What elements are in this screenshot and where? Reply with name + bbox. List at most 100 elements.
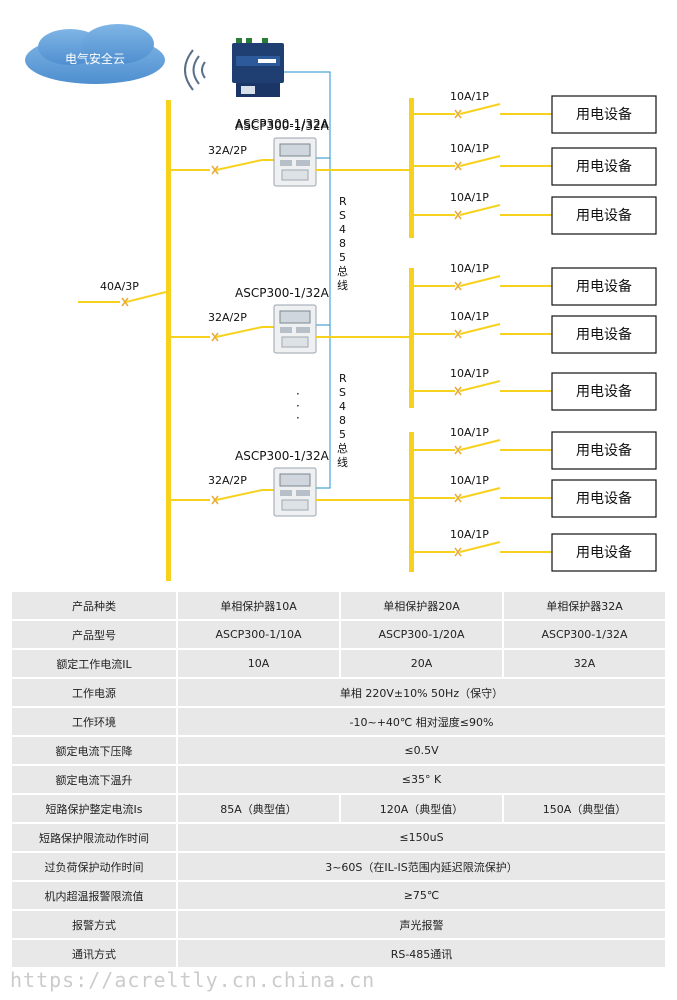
branch-breaker-label: 10A/1P xyxy=(450,426,489,439)
load-device-label: 用电设备 xyxy=(576,544,632,561)
spec-cell: 单相 220V±10% 50Hz（保守） xyxy=(178,679,665,706)
spec-row: 机内超温报警限流值≥75℃ xyxy=(12,882,665,909)
main-breaker xyxy=(78,291,167,307)
protector-breaker-label: 32A/2P xyxy=(208,311,247,324)
ellipsis: · xyxy=(296,399,300,413)
protector-device: ASCP300-1/32A 32A/2P xyxy=(171,119,410,187)
spec-cell: -10~+40℃ 相对湿度≤90% xyxy=(178,708,665,735)
spec-cell: ASCP300-1/32A xyxy=(504,621,665,648)
gateway-model-label: ASCP300-1/32A xyxy=(235,117,330,131)
spec-cell: ≤35° K xyxy=(178,766,665,793)
spec-row-label: 额定电流下温升 xyxy=(12,766,176,793)
spec-row: 工作环境-10~+40℃ 相对湿度≤90% xyxy=(12,708,665,735)
spec-row: 报警方式声光报警 xyxy=(12,911,665,938)
main-breaker-label: 40A/3P xyxy=(100,280,139,293)
spec-row-label: 额定电流下压降 xyxy=(12,737,176,764)
rs485-bus-line xyxy=(284,71,331,489)
spec-row-label: 产品种类 xyxy=(12,592,176,619)
spec-cell: 10A xyxy=(178,650,339,677)
protector-model-label: ASCP300-1/32A xyxy=(235,286,330,300)
protector-breaker-label: 32A/2P xyxy=(208,144,247,157)
spec-cell: 单相保护器20A xyxy=(341,592,502,619)
load-device-label: 用电设备 xyxy=(576,490,632,507)
spec-cell: ASCP300-1/20A xyxy=(341,621,502,648)
load-device-label: 用电设备 xyxy=(576,207,632,224)
spec-cell: 单相保护器10A xyxy=(178,592,339,619)
spec-row: 额定电流下压降≤0.5V xyxy=(12,737,665,764)
branch-circuit: 10A/1P 用电设备 xyxy=(414,474,657,518)
branch-circuit: 10A/1P 用电设备 xyxy=(414,528,657,572)
spec-cell: ≤150uS xyxy=(178,824,665,851)
load-device-box xyxy=(551,147,657,186)
load-device-box xyxy=(551,479,657,518)
ellipsis: · xyxy=(296,411,300,425)
spec-row-label: 报警方式 xyxy=(12,911,176,938)
load-device-label: 用电设备 xyxy=(576,383,632,400)
spec-cell: ASCP300-1/10A xyxy=(178,621,339,648)
load-device-label: 用电设备 xyxy=(576,326,632,343)
spec-cell: 150A（典型值） xyxy=(504,795,665,822)
load-device-box xyxy=(551,372,657,411)
protector-device: ASCP300-1/32A 32A/2P xyxy=(171,286,410,354)
branch-breaker-label: 10A/1P xyxy=(450,528,489,541)
spec-row-label: 额定工作电流IL xyxy=(12,650,176,677)
gateway-device xyxy=(232,38,284,97)
spec-cell: RS-485通讯 xyxy=(178,940,665,967)
spec-row-label: 产品型号 xyxy=(12,621,176,648)
cloud-label: 电气安全云 xyxy=(65,51,125,66)
spec-row-label: 机内超温报警限流值 xyxy=(12,882,176,909)
load-device-label: 用电设备 xyxy=(576,106,632,123)
spec-cell: 20A xyxy=(341,650,502,677)
branch-circuit: 10A/1P 用电设备 xyxy=(414,367,657,411)
load-device-label: 用电设备 xyxy=(576,278,632,295)
spec-row: 额定电流下温升≤35° K xyxy=(12,766,665,793)
load-device-box xyxy=(551,95,657,134)
spec-row-label: 短路保护限流动作时间 xyxy=(12,824,176,851)
spec-row-label: 工作电源 xyxy=(12,679,176,706)
spec-cell: 85A（典型值） xyxy=(178,795,339,822)
spec-row-label: 过负荷保护动作时间 xyxy=(12,853,176,880)
branch-breaker-label: 10A/1P xyxy=(450,367,489,380)
distribution-busbar xyxy=(409,268,414,408)
branch-circuit: 10A/1P 用电设备 xyxy=(414,90,657,134)
wireless-signal-icon xyxy=(184,49,206,91)
branch-circuit: 10A/1P 用电设备 xyxy=(414,262,657,306)
spec-cell: 声光报警 xyxy=(178,911,665,938)
spec-cell: ≥75℃ xyxy=(178,882,665,909)
spec-cell: 120A（典型值） xyxy=(341,795,502,822)
spec-cell: ≤0.5V xyxy=(178,737,665,764)
load-device-box xyxy=(551,315,657,354)
spec-row-label: 通讯方式 xyxy=(12,940,176,967)
protector-model-label: ASCP300-1/32A xyxy=(235,449,330,463)
spec-row: 短路保护限流动作时间≤150uS xyxy=(12,824,665,851)
branch-breaker-label: 10A/1P xyxy=(450,262,489,275)
load-device-box xyxy=(551,431,657,470)
spec-cell: 32A xyxy=(504,650,665,677)
load-device-box xyxy=(551,533,657,572)
load-device-label: 用电设备 xyxy=(576,158,632,175)
branch-breaker-label: 10A/1P xyxy=(450,191,489,204)
protector-model-label: ASCP300-1/32A xyxy=(235,119,330,133)
distribution-busbar xyxy=(409,432,414,572)
protector-breaker-label: 32A/2P xyxy=(208,474,247,487)
spec-row-label: 工作环境 xyxy=(12,708,176,735)
cloud-icon xyxy=(25,24,165,84)
branch-circuit: 10A/1P 用电设备 xyxy=(414,191,657,235)
branch-breaker-label: 10A/1P xyxy=(450,90,489,103)
protector-device: ASCP300-1/32A 32A/2P xyxy=(171,449,410,517)
branch-breaker-label: 10A/1P xyxy=(450,474,489,487)
spec-cell: 单相保护器32A xyxy=(504,592,665,619)
main-busbar xyxy=(166,100,171,581)
watermark: https://acreltly.cn.china.cn xyxy=(10,968,376,992)
